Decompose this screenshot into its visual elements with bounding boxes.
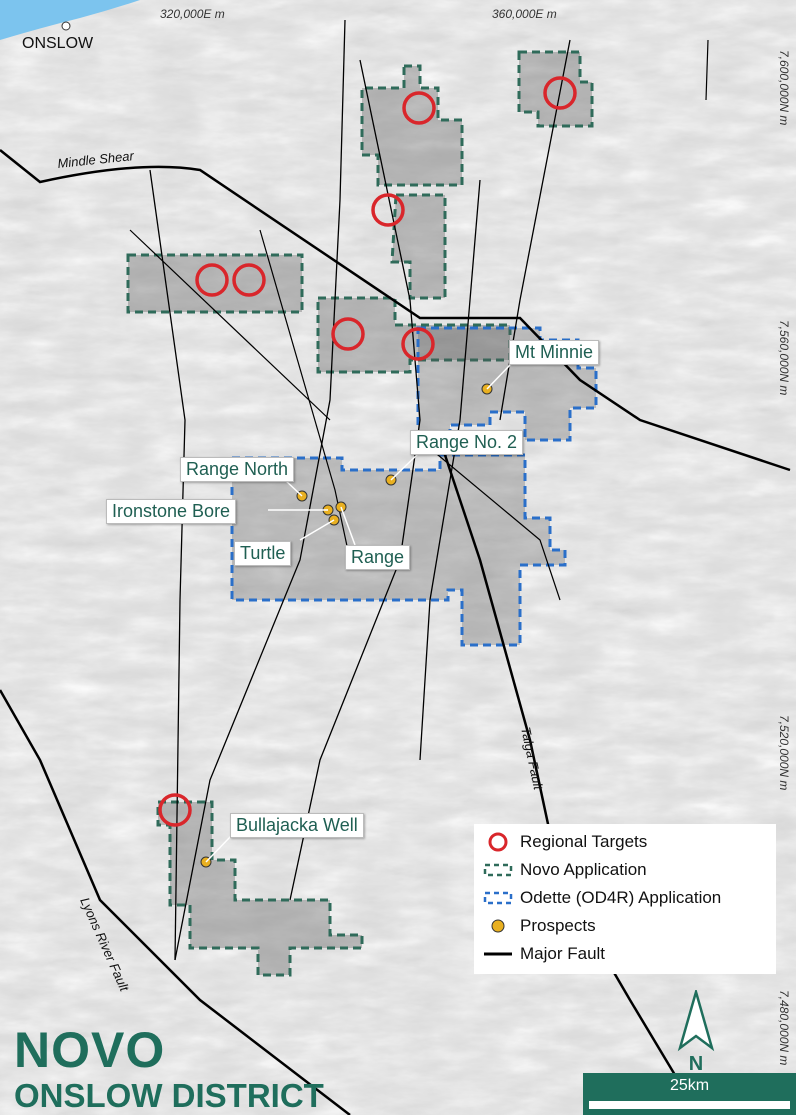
northing-label: 7,520,000N m (777, 715, 791, 790)
lyons-river-fault (0, 689, 351, 1115)
regional-targets (158, 76, 577, 827)
regional-target (331, 317, 365, 351)
north-arrow: N (676, 987, 716, 1075)
talga-fault (438, 439, 692, 1101)
north-arrow-icon (677, 987, 715, 1052)
easting-label: 360,000E m (492, 7, 557, 21)
odette-dashed-box-icon (483, 891, 513, 905)
novo-dashed-box-icon (483, 863, 513, 877)
north-label: N (688, 1053, 704, 1075)
prospect-dot-icon (491, 919, 505, 933)
regional-target (232, 263, 266, 297)
label-turtle: Turtle (234, 541, 292, 566)
label-range: Range (345, 545, 411, 570)
logo-text: NOVO (14, 1022, 166, 1078)
mindle-shear (0, 149, 791, 472)
legend-label: Major Fault (520, 944, 606, 963)
onslow-label: ONSLOW (22, 35, 94, 52)
label-ironstone-bore: Ironstone Bore (106, 499, 237, 524)
label-range-north: Range North (180, 457, 295, 482)
regional-target (195, 263, 229, 297)
legend-label: Novo Application (520, 860, 647, 879)
onslow-town-icon (61, 21, 71, 31)
target-circle-icon (488, 832, 508, 852)
scale-label: 25km (669, 1077, 710, 1094)
fault-line-icon (484, 952, 512, 956)
legend-label: Regional Targets (520, 832, 648, 851)
sea (0, 0, 140, 40)
label-mt-minnie: Mt Minnie (509, 340, 600, 365)
regional-target (158, 793, 192, 827)
regional-target (402, 91, 436, 125)
easting-label: 320,000E m (160, 7, 225, 21)
legend-label: Odette (OD4R) Application (520, 888, 722, 907)
map-title: ONSLOW DISTRICT (14, 1077, 324, 1114)
regional-target (543, 76, 577, 110)
northing-label: 7,600,000N m (777, 50, 791, 125)
label-range-no-2: Range No. 2 (410, 430, 524, 455)
major-faults (0, 19, 791, 1115)
regional-target (371, 193, 405, 227)
novo-logo: NOVO ONSLOW DISTRICT (14, 1025, 324, 1112)
regional-target (401, 327, 435, 361)
northing-label: 7,480,000N m (777, 990, 791, 1065)
scale-bar-line (589, 1101, 790, 1109)
scale-bar: 25km (583, 1073, 796, 1115)
label-leaders (205, 364, 511, 863)
legend-label: Prospects (520, 916, 596, 935)
legend: Regional Targets Novo Application Odette… (474, 824, 776, 974)
northing-label: 7,560,000N m (777, 320, 791, 395)
label-bullajacka-well: Bullajacka Well (230, 813, 364, 838)
